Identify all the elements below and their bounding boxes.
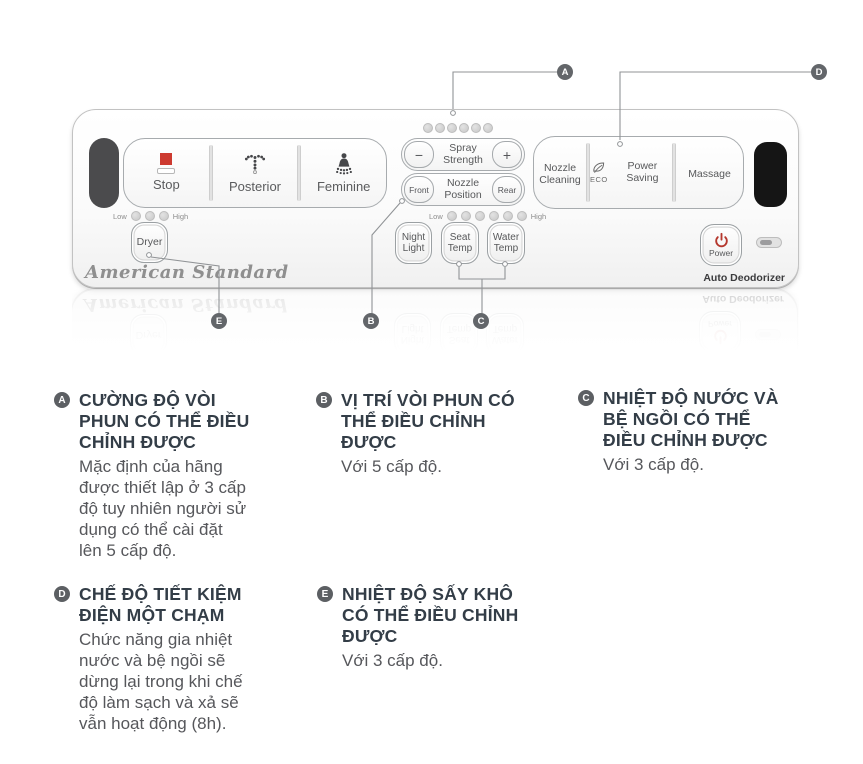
- section-letter-badge: B: [316, 392, 332, 408]
- section-title: NHIỆT ĐỘ NƯỚC VÀ BỆ NGỒI CÓ THỂ ĐIỀU CHỈ…: [603, 388, 779, 450]
- massage-label: Massage: [688, 167, 731, 180]
- feminine-button: Feminine: [301, 139, 386, 207]
- nozzle-rear-button: Rear: [492, 176, 522, 203]
- power-button: Power: [700, 224, 742, 266]
- section-title: CƯỜNG ĐỘ VÒI PHUN CÓ THỂ ĐIỀU CHỈNH ĐƯỢC: [79, 390, 250, 452]
- feminine-wash-icon: [335, 153, 352, 175]
- section-title: VỊ TRÍ VÒI PHUN CÓ THỂ ĐIỀU CHỈNH ĐƯỢC: [341, 390, 515, 452]
- control-panel: Stop Posterior: [72, 109, 799, 288]
- callout-badge-e: E: [211, 313, 227, 329]
- legend-section-e: E NHIỆT ĐỘ SẤY KHÔ CÓ THỂ ĐIỀU CHỈNH ĐƯỢ…: [317, 584, 561, 671]
- ir-sensor-window: [89, 138, 119, 208]
- eco-label: ECO: [590, 175, 608, 184]
- led-dot: [474, 211, 485, 221]
- callout-badge-b: B: [363, 313, 379, 329]
- led-dot: [502, 211, 513, 221]
- led-dot: [459, 123, 469, 133]
- callout-badge-a: A: [557, 64, 573, 80]
- posterior-button: Posterior: [213, 139, 298, 207]
- callout-line-a: [452, 71, 565, 109]
- led-dot: [483, 123, 493, 133]
- section-letter-badge: C: [578, 390, 594, 406]
- stop-label: Stop: [152, 177, 180, 193]
- section-body: Với 3 cấp độ.: [342, 651, 443, 670]
- panel-reflection: Stop Posterior: [72, 289, 799, 351]
- night-light-label: Night Light: [401, 231, 426, 254]
- callout-badge-d: D: [811, 64, 827, 80]
- led-dot: [447, 123, 457, 133]
- nozzle-position-label: Nozzle Position: [444, 176, 482, 201]
- led-dot: [435, 123, 445, 133]
- led-dot: [423, 123, 433, 133]
- nozzle-front-button: Front: [404, 176, 434, 203]
- spray-plus-button: +: [492, 141, 522, 168]
- spray-strength-control: − Spray Strength +: [401, 138, 525, 171]
- led-dot: [130, 211, 141, 221]
- eco-leaf-icon: [593, 162, 605, 173]
- nozzle-cleaning-button: Nozzle Cleaning: [534, 137, 586, 208]
- massage-button: Massage: [676, 137, 743, 208]
- section-title: NHIỆT ĐỘ SẤY KHÔ CÓ THỂ ĐIỀU CHỈNH ĐƯỢC: [342, 584, 519, 646]
- power-icon: [714, 232, 728, 247]
- status-indicator: [756, 237, 782, 248]
- button-divider: [297, 145, 302, 201]
- posterior-label: Posterior: [228, 178, 282, 194]
- night-light-button: Night Light: [395, 222, 432, 264]
- section-body: Chức năng gia nhiệt nước và bệ ngồi sẽ d…: [79, 630, 243, 733]
- high-label: High: [172, 211, 189, 221]
- section-title: CHẾ ĐỘ TIẾT KIỆM ĐIỆN MỘT CHẠM: [79, 584, 242, 625]
- brand-logo: American Standard: [85, 262, 289, 283]
- water-temp-label: Water Temp: [492, 231, 520, 254]
- section-body: Với 3 cấp độ.: [603, 455, 704, 474]
- stop-icon-bar: [157, 168, 176, 175]
- led-dot: [460, 211, 471, 221]
- low-label: Low: [113, 211, 127, 221]
- nozzle-position-control: Front Nozzle Position Rear: [401, 173, 525, 206]
- spray-strength-label: Spray Strength: [443, 141, 483, 166]
- button-divider: [586, 143, 590, 202]
- legend-section-c: C NHIỆT ĐỘ NƯỚC VÀ BỆ NGỒI CÓ THỂ ĐIỀU C…: [578, 388, 822, 475]
- stop-button: Stop: [124, 139, 209, 207]
- feminine-label: Feminine: [316, 178, 371, 194]
- power-label: Power: [708, 247, 734, 258]
- callout-badge-c: C: [473, 313, 489, 329]
- auto-deodorizer-label: Auto Deodorizer: [703, 272, 785, 284]
- button-divider: [208, 145, 213, 201]
- dryer-label: Dryer: [136, 235, 163, 248]
- stop-icon: [160, 153, 173, 166]
- led-dot: [471, 123, 481, 133]
- section-letter-badge: E: [317, 586, 333, 602]
- legend-section-b: B VỊ TRÍ VÒI PHUN CÓ THỂ ĐIỀU CHỈNH ĐƯỢC…: [316, 390, 560, 477]
- led-dot: [516, 211, 527, 221]
- led-dot: [446, 211, 457, 221]
- seat-temp-label: Seat Temp: [447, 231, 473, 254]
- legend-section-d: D CHẾ ĐỘ TIẾT KIỆM ĐIỆN MỘT CHẠM Chức nă…: [54, 584, 306, 734]
- seat-temp-button: Seat Temp: [441, 222, 479, 264]
- dryer-level-indicator: Low High: [113, 211, 188, 221]
- section-letter-badge: A: [54, 392, 70, 408]
- power-saving-button: ECO Power Saving: [590, 137, 672, 208]
- section-body: Mặc định của hãng được thiết lập ở 3 cấp…: [79, 457, 247, 560]
- section-body: Với 5 cấp độ.: [341, 457, 442, 476]
- display-window: [754, 142, 787, 207]
- power-saving-label: Power Saving: [626, 159, 659, 184]
- section-letter-badge: D: [54, 586, 70, 602]
- button-divider: [672, 143, 676, 202]
- spray-minus-button: −: [404, 141, 434, 168]
- dryer-button: Dryer: [131, 222, 168, 263]
- temp-level-indicator: Low High: [429, 211, 546, 221]
- spray-strength-indicator: [423, 123, 493, 133]
- legend-section-a: A CƯỜNG ĐỘ VÒI PHUN CÓ THỂ ĐIỀU CHỈNH ĐƯ…: [54, 390, 306, 561]
- led-dot: [158, 211, 169, 221]
- mode-button-group: Nozzle Cleaning ECO Power Saving: [533, 136, 744, 209]
- led-dot: [144, 211, 155, 221]
- high-label: High: [530, 211, 547, 221]
- nozzle-cleaning-label: Nozzle Cleaning: [539, 161, 581, 186]
- water-temp-button: Water Temp: [487, 222, 525, 264]
- posterior-spray-icon: [244, 154, 266, 174]
- wash-button-group: Stop Posterior: [123, 138, 387, 208]
- led-dot: [488, 211, 499, 221]
- low-label: Low: [429, 211, 443, 221]
